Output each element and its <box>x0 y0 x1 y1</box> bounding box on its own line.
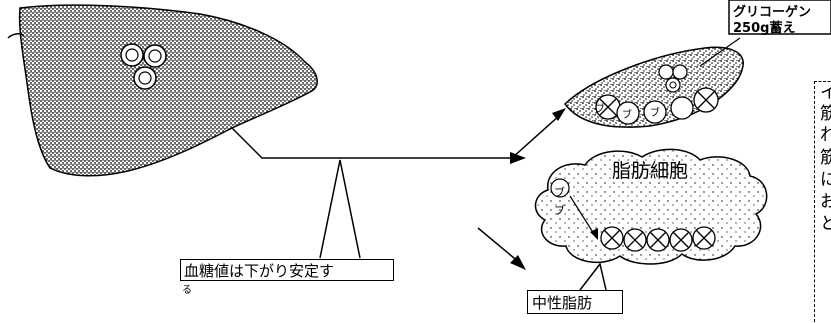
side-note-char: イ <box>820 83 831 103</box>
side-note-char: れ <box>820 125 831 145</box>
side-note-char: と <box>820 214 831 234</box>
glycogen-label-line1: グリコーゲン <box>733 5 812 20</box>
muscle-mark: ブ <box>622 110 632 121</box>
triglyceride-callout <box>579 262 607 291</box>
triglyceride-label: 中性脂肪 <box>527 290 623 314</box>
fat-cell <box>534 148 768 265</box>
side-note-char: 筋 <box>820 148 831 168</box>
arrow-to-muscle <box>511 108 566 159</box>
glycogen-callout <box>728 0 831 35</box>
muscle-mark: ブ <box>650 108 660 119</box>
side-note-char: お <box>820 192 831 212</box>
muscle-cell <box>564 37 744 128</box>
blood-sugar-label: 血糖値は下がり安定す <box>180 259 394 281</box>
liver <box>7 4 318 177</box>
glycogen-label-line2: 250g蓄え <box>733 21 796 36</box>
fat-cell-mark: ブ <box>554 186 565 199</box>
blood-sugar-label-wrap: る <box>182 285 192 296</box>
side-note-frame <box>814 81 831 322</box>
blood-sugar-callout <box>319 159 361 259</box>
liver-connector <box>231 127 526 164</box>
fat-cell-label: 脂肪細胞 <box>612 160 689 182</box>
muscle-mark: ブ <box>595 104 605 115</box>
arrow-to-fat <box>477 227 526 270</box>
side-note-char: に <box>820 170 831 190</box>
side-note-char: 筋 <box>820 104 831 124</box>
fat-cell-mark: ブ <box>554 204 565 217</box>
